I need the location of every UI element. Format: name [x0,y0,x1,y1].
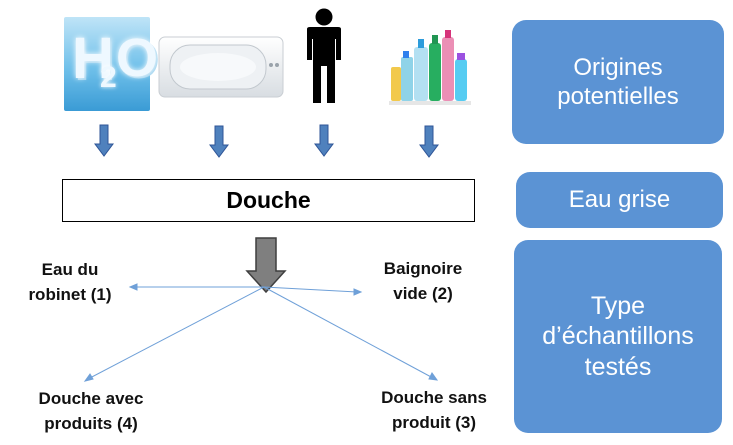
h2o-image: H 2 O [64,17,158,111]
branch-arrowhead-tap-water [128,283,138,291]
label-without-products: Douche sans produit (3) [381,388,487,432]
small-down-arrow-3 [314,124,334,157]
branch-arrowhead-empty-tub [353,288,363,296]
h2o-subscript: 2 [100,61,117,94]
small-down-arrow-1 [94,124,114,157]
branch-line-with-products [87,286,265,380]
person-icon [307,8,341,103]
big-down-arrow [245,237,287,294]
branch-arrowhead-without-products [428,372,439,381]
small-down-arrow-2 [209,125,229,158]
small-down-arrow-4 [419,125,439,158]
label-tap-water: Eau du robinet (1) [28,260,112,304]
grey-water-box: Eau grise [516,172,723,228]
branch-line-without-products [263,286,434,379]
h2o-letter-h: H [72,26,114,91]
sample-types-box: Type d’échantillons testés [514,240,722,433]
douche-box: Douche [62,179,475,222]
bottles-icon [389,30,471,105]
h2o-letter-o: O [116,28,159,88]
branch-arrowhead-with-products [83,373,94,382]
label-with-products: Douche avec produits (4) [38,389,144,433]
branch-line-empty-tub [263,286,358,293]
label-empty-tub: Baignoire vide (2) [383,259,463,303]
origins-box: Origines potentielles [512,20,724,144]
bathtub-icon [158,36,284,98]
